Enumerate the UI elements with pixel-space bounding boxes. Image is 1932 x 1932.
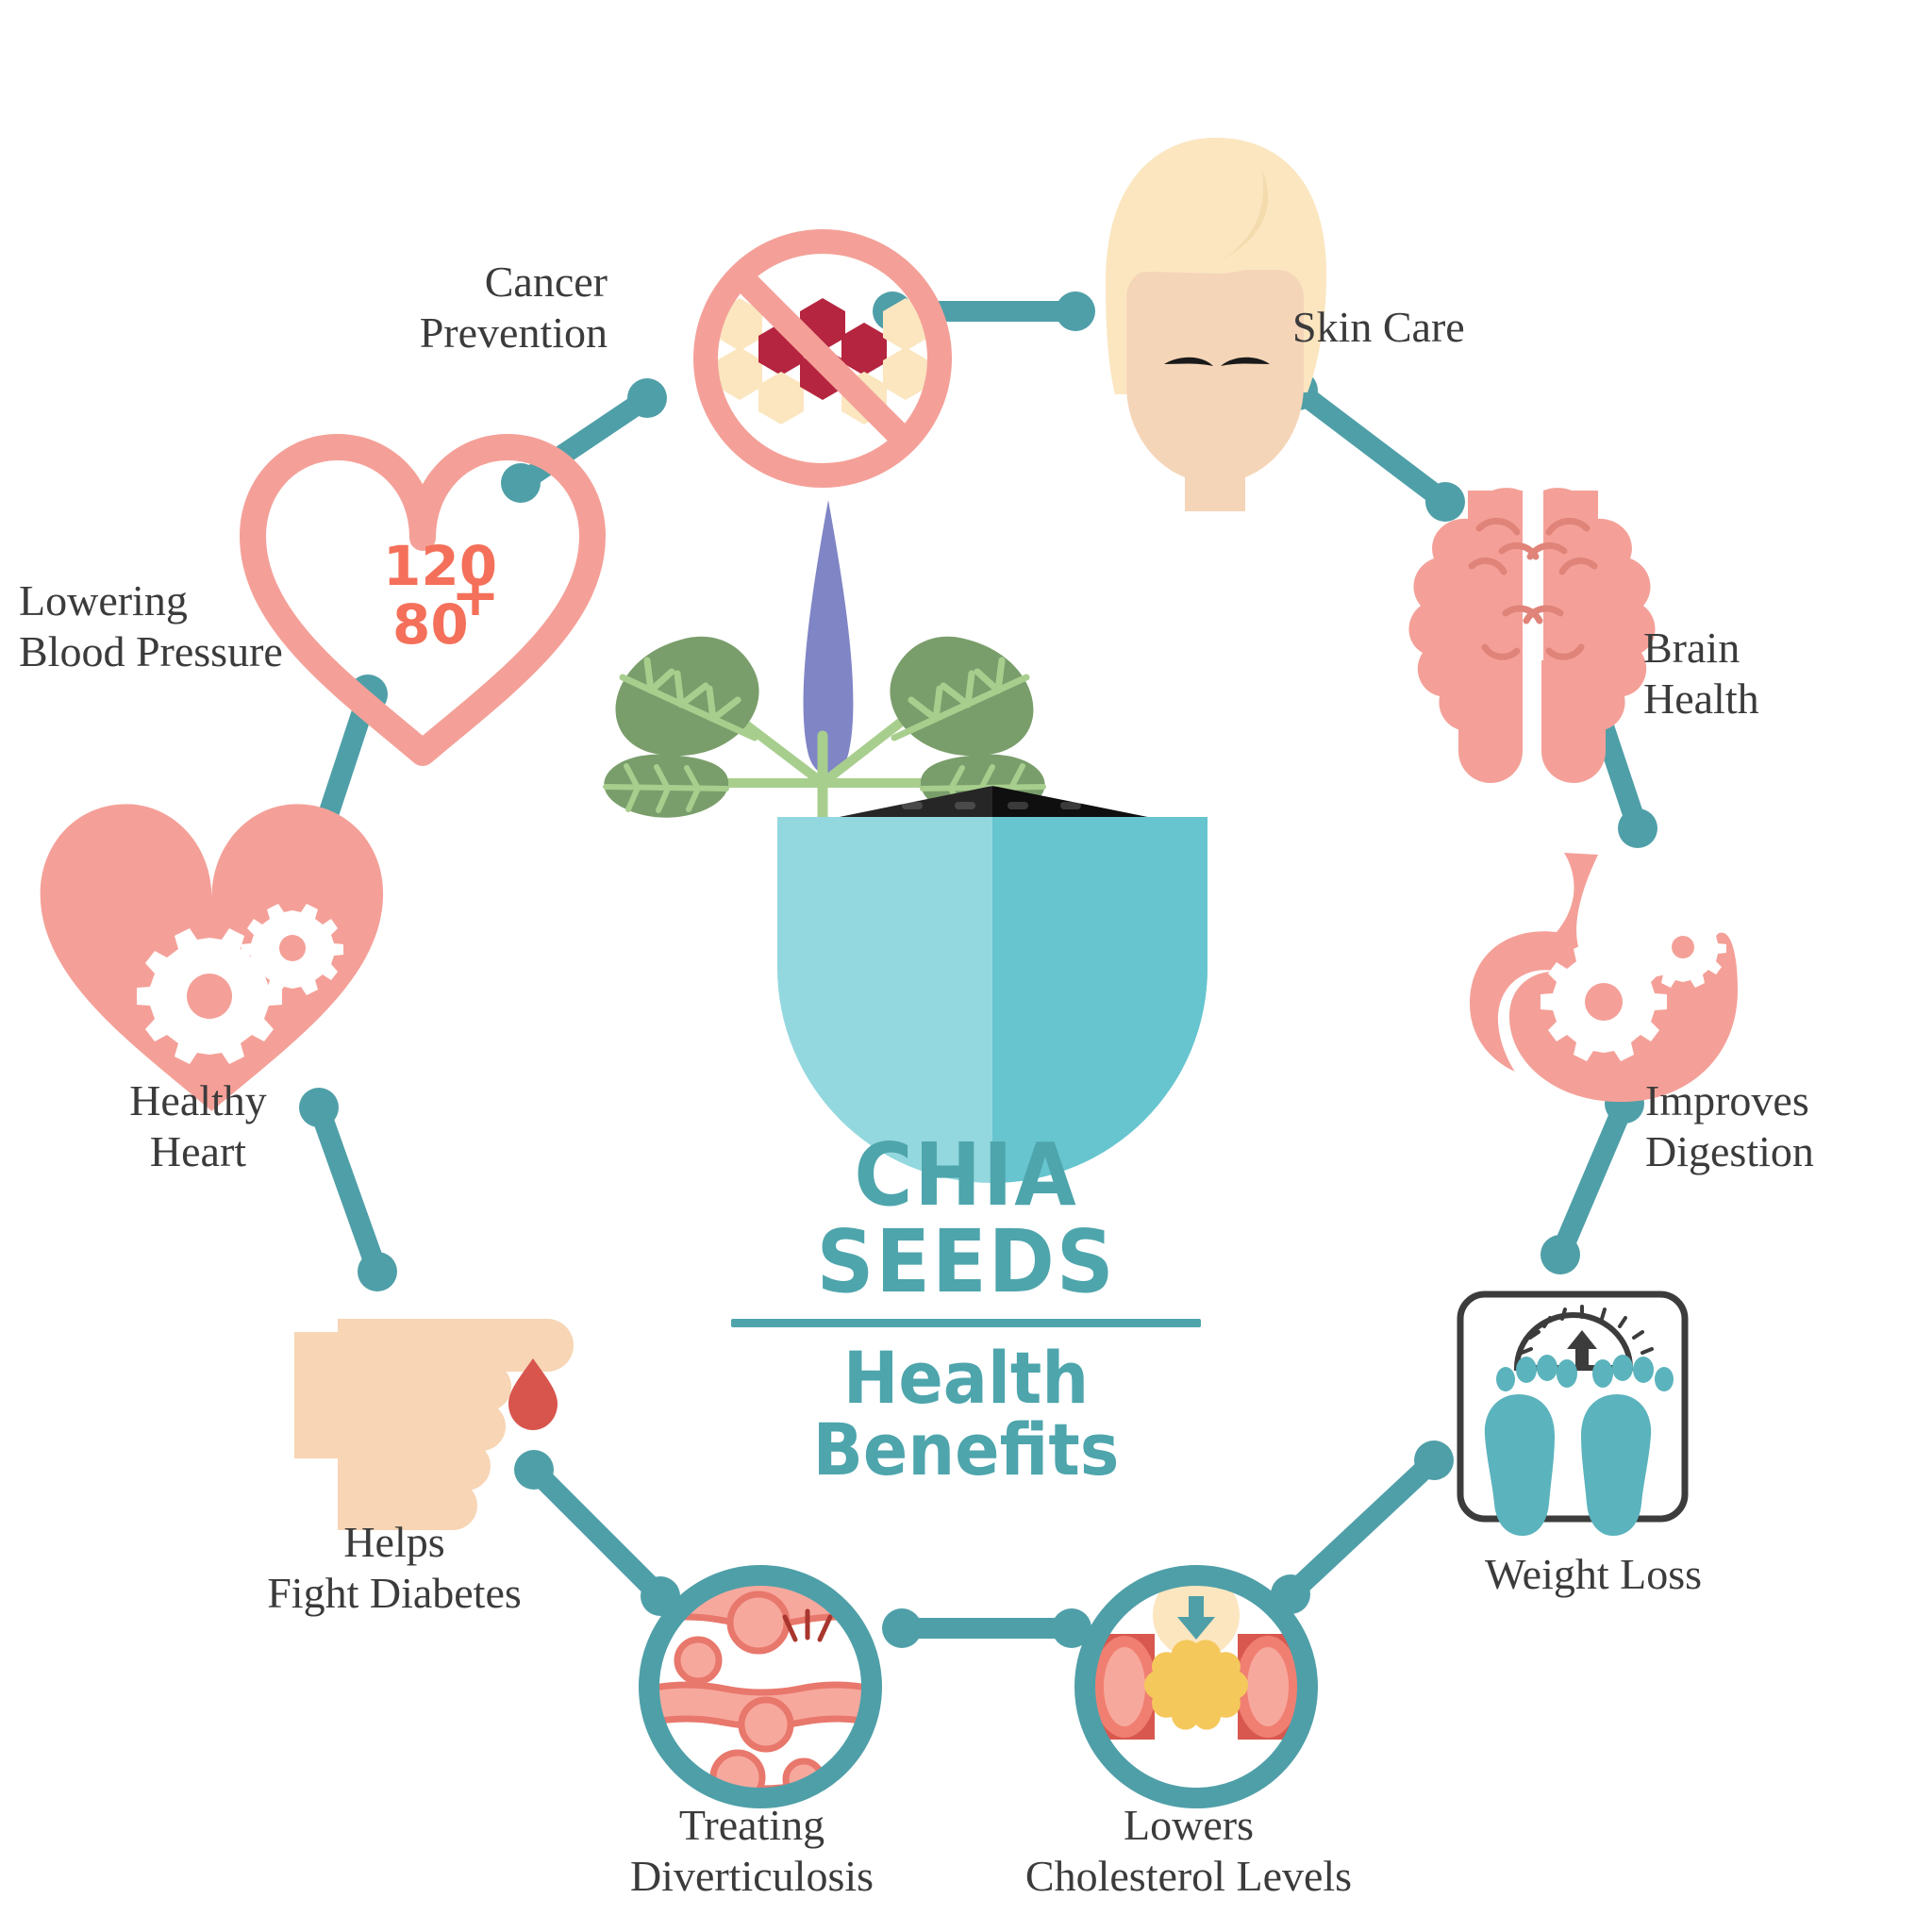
diverticulosis-ring [639,1565,882,1808]
heart-gear-small [242,904,343,995]
benefit-label-brain-health: Brain Health [1643,624,1759,724]
brain-folds [1468,517,1598,660]
blood-drop [508,1358,558,1430]
connector-dot [627,378,667,418]
scale-dial-ticks [1520,1305,1654,1355]
ear-left [1132,353,1162,402]
pointing-hand [294,1319,574,1530]
connector-dot [501,463,541,503]
heart-gear-large [137,928,282,1064]
connector-dot [1056,291,1095,331]
stomach-gear-small [1640,909,1726,988]
conn-skin-to-brain [1278,371,1465,522]
benefit-label-lowering-blood-pressure: Lowering Blood Pressure [19,576,283,676]
hair-front [1106,138,1326,283]
bp-diastolic: 80 [392,592,469,657]
benefit-label-cancer-prevention: Cancer Prevention [419,258,608,358]
benefit-label-weight-loss: Weight Loss [1484,1550,1703,1598]
cholesterol-plaque-blob [1144,1640,1248,1730]
chia-seed-mound-shade [992,786,1175,823]
leaf-upper-right [890,636,1034,757]
eye-left-closed [1164,357,1213,366]
stomach-gears-icon [1470,853,1738,1102]
inflammation-marks [782,1608,833,1642]
conn-digestion-to-weight [1541,1084,1644,1274]
leaf-upper-left [615,636,759,757]
stomach-gear-large [1541,942,1667,1061]
chia-bowl [777,817,1208,1183]
benefit-label-lowers-cholesterol: Lowers Cholesterol Levels [1024,1801,1353,1901]
bp-plus-sign: + [451,560,500,629]
diverticulum-pouch [726,1591,791,1655]
benefit-label-skin-care: Skin Care [1292,303,1465,351]
connector-dot [1618,808,1657,848]
hair-swoosh [1221,170,1269,260]
connector-dot [882,1608,922,1648]
scale-needle-arrow [1567,1330,1597,1370]
connector-dot [1414,1441,1454,1480]
connector-dot [1541,1235,1580,1274]
conn-bp-to-cancer [501,378,667,503]
conn-diabetes-to-heart [299,1088,397,1291]
title-divider [731,1319,1201,1327]
neck [1185,453,1245,511]
diverticulum-pouch [674,1636,723,1685]
leaf-lower-left [603,754,729,818]
purple-flower-spike [803,500,854,775]
connector-dot [1425,482,1465,522]
ear-right [1270,353,1300,402]
page-title: CHIA SEEDS [816,1124,1116,1312]
face-shape [1126,270,1304,483]
no-cancer-cells-icon [693,229,952,488]
bp-systolic: 120 [383,534,498,598]
artery-cholesterol-icon [1074,1565,1318,1808]
cholesterol-ring [1074,1565,1318,1808]
diverticulum-pouch [738,1696,794,1753]
conn-chol-to-divert [882,1608,1091,1648]
intestine-diverticulosis-icon [639,1565,882,1808]
connector-dot [514,1450,554,1490]
benefit-label-improves-digestion: Improves Digestion [1645,1076,1814,1176]
benefit-label-treating-diverticulosis: Treating Diverticulosis [629,1801,874,1901]
benefit-label-helps-fight-diabetes: Helps Fight Diabetes [267,1518,522,1618]
connector-dot [299,1088,339,1127]
bp-heart-outline [240,434,606,766]
face-skin-care-icon [1106,138,1326,511]
title-block: CHIA SEEDS Health Benefits [683,1132,1249,1486]
prohibition-circle [693,229,952,488]
heart-gears-icon [40,804,384,1111]
plant-branches [714,712,931,788]
down-arrow [1177,1596,1215,1640]
brain-icon [1408,488,1656,783]
eye-right-closed [1221,357,1270,366]
connector-dot [1052,1608,1091,1648]
finger-blood-drop-icon [294,1319,574,1530]
chia-plant-in-bowl-illustration [603,500,1208,1183]
prohibition-slash [730,266,915,451]
bathroom-scale-icon [1457,1291,1689,1536]
scale-footprint-right [1581,1355,1674,1536]
benefit-label-healthy-heart: Healthy Heart [129,1076,267,1176]
scale-footprint-left [1484,1355,1577,1536]
connector-dot [358,1252,397,1291]
blood-pressure-heart-icon [240,434,606,766]
conn-weight-to-chol [1271,1441,1454,1614]
page-subtitle: Health Benefits [812,1336,1120,1491]
